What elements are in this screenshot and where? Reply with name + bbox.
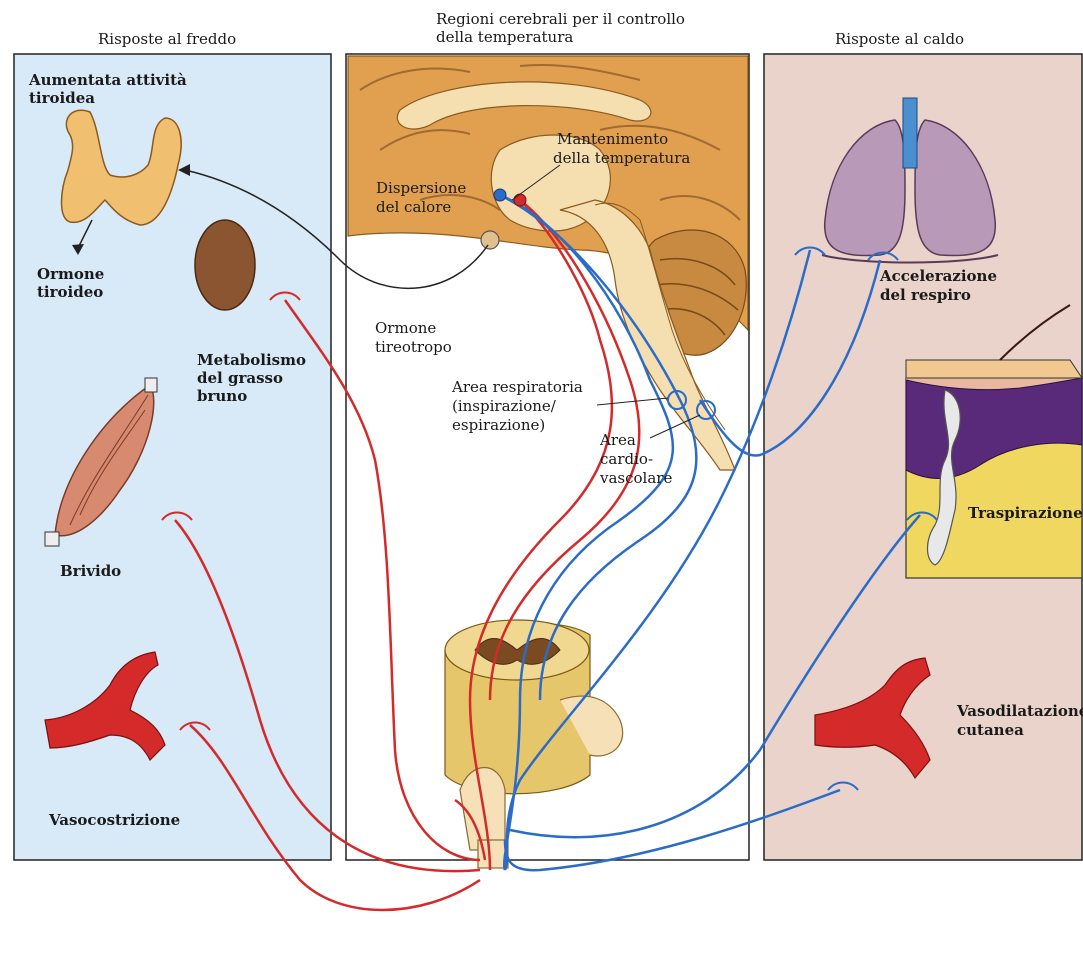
heat-dispersion-label-line2: del calore — [376, 199, 451, 216]
thyroid-hormone-label-line1: Ormone — [37, 266, 104, 283]
breathing-label-line2: del respiro — [880, 287, 971, 304]
shiver-label: Brivido — [60, 563, 121, 580]
thyroid-label-line2: tiroidea — [29, 90, 95, 107]
tsh-label-line2: tireotropo — [375, 339, 452, 356]
thyroid-hormone-label-line2: tiroideo — [37, 284, 103, 301]
respiratory-area-label-line3: espirazione) — [452, 417, 545, 434]
heat-responses-header: Risposte al caldo — [835, 30, 964, 48]
vasoconstriction-label: Vasocostrizione — [49, 812, 180, 829]
tsh-label-line1: Ormone — [375, 320, 436, 337]
brown-fat-label-line3: bruno — [197, 388, 247, 405]
brain-regions-header-line2: della temperatura — [436, 28, 573, 46]
cold-responses-header: Risposte al freddo — [98, 30, 236, 48]
sweating-label: Traspirazione — [968, 505, 1083, 522]
cardiovascular-area-label-line1: Area — [600, 432, 636, 449]
breathing-label-line1: Accelerazione — [880, 268, 997, 285]
respiratory-area-label-line2: (inspirazione/ — [452, 398, 556, 415]
brown-fat-illustration — [195, 220, 255, 310]
respiratory-area-label-line1: Area respiratoria — [452, 379, 583, 396]
heat-center-node — [494, 189, 506, 201]
brain-regions-header-line1: Regioni cerebrali per il controllo — [436, 10, 685, 28]
heat-dispersion-label-line1: Dispersione — [376, 180, 466, 197]
thyroid-label-line1: Aumentata attività — [29, 72, 187, 89]
cold-center-node — [514, 194, 526, 206]
cardiovascular-area-label-line2: cardio- — [600, 451, 653, 468]
temperature-maintenance-label-line2: della temperatura — [553, 150, 690, 167]
cardiovascular-area-label-line3: vascolare — [600, 470, 672, 487]
vasodilation-label-line1: Vasodilatazione — [957, 703, 1083, 720]
brown-fat-label-line2: del grasso — [197, 370, 283, 387]
brown-fat-label-line1: Metabolismo — [197, 352, 306, 369]
vasodilation-label-line2: cutanea — [957, 722, 1024, 739]
temperature-maintenance-label-line1: Mantenimento — [557, 131, 668, 148]
